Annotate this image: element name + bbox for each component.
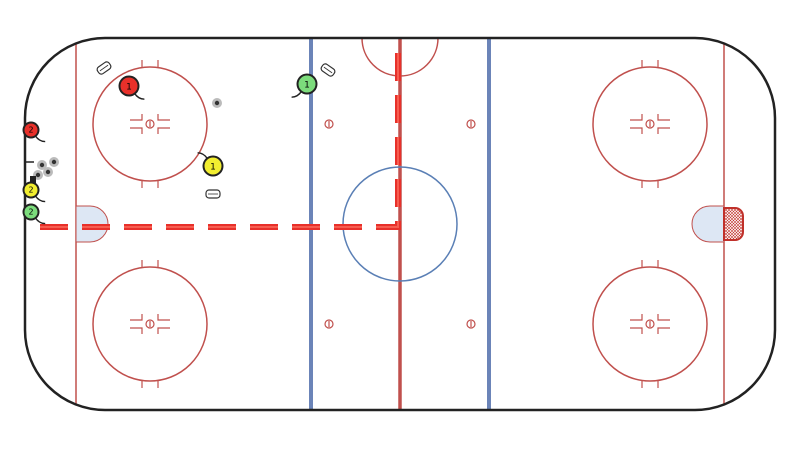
- boards: [23, 36, 777, 412]
- player-icon: 1: [197, 152, 224, 177]
- puck-icon: [30, 157, 59, 186]
- player-icon: 1: [118, 75, 145, 100]
- pylon-icon: [205, 189, 221, 199]
- player-label: 1: [126, 82, 132, 92]
- net-icon: [723, 207, 744, 241]
- neutral-zone-dots: [324, 119, 476, 329]
- faceoff-dot: [466, 119, 476, 129]
- faceoff-circle: [92, 260, 208, 388]
- player-label: 2: [28, 186, 33, 195]
- faceoff-circle: [92, 60, 208, 188]
- pylon-icon: [320, 63, 336, 77]
- faceoff-circles: [92, 60, 708, 388]
- player-label: 2: [28, 126, 33, 135]
- player-icon: 2: [22, 121, 46, 143]
- skate-path-icon: [40, 40, 401, 230]
- players: 1 1 1 2 2 2: [22, 73, 318, 225]
- faceoff-dot: [324, 319, 334, 329]
- faceoff-dot: [466, 319, 476, 329]
- player-icon: 2: [22, 203, 46, 225]
- faceoff-circle: [592, 60, 708, 188]
- puck-icon: [212, 98, 222, 108]
- player-icon: 2: [22, 181, 46, 203]
- player-label: 1: [210, 162, 216, 172]
- faceoff-circle: [592, 260, 708, 388]
- player-label: 2: [28, 208, 33, 217]
- faceoff-dot: [324, 119, 334, 129]
- player-label: 1: [304, 80, 310, 90]
- player-icon: 1: [291, 73, 318, 98]
- pylon-icon: [96, 61, 112, 75]
- goal-crease-right: [691, 205, 725, 243]
